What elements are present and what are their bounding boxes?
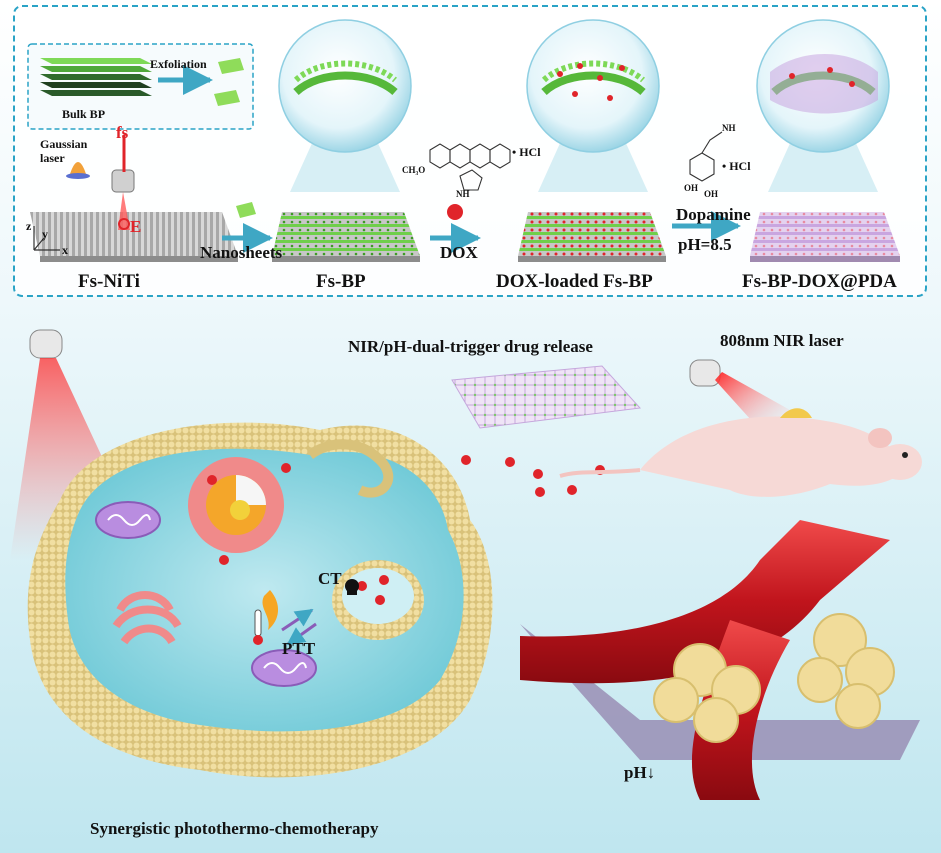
- mitochondrion: [95, 501, 161, 539]
- nanosheet-flake: [236, 202, 256, 218]
- gaussian-base-icon: [66, 173, 90, 179]
- ptt-label: PTT: [282, 639, 316, 658]
- ptt-ct-arrow: [286, 622, 317, 646]
- therapy-label: Synergistic photothermo-chemotherapy: [90, 819, 379, 838]
- hcl-label-dox: • HCl: [512, 145, 541, 159]
- nucleus: [188, 457, 284, 553]
- dox-loaded-fs-bp-stage: [518, 19, 666, 262]
- fs-label: fs: [116, 123, 129, 142]
- ct-ptt-arrow: [281, 608, 314, 632]
- gaussian-laser-label: Gaussian laser: [40, 137, 88, 165]
- ph-8-5-label: pH=8.5: [678, 235, 732, 254]
- och3-label: CH₃O: [402, 165, 426, 175]
- stage-label-fs-niti: Fs-NiTi: [78, 271, 140, 292]
- stage-label-pda: Fs-BP-DOX@PDA: [742, 271, 897, 292]
- ph-decrease-label: pH↓: [624, 763, 656, 782]
- fs-bp-dox-pda-stage: [750, 19, 900, 262]
- skull-icon: [345, 579, 359, 595]
- flame-icon: [262, 590, 279, 630]
- endosome: [332, 560, 424, 640]
- fs-niti-substrate: [30, 212, 238, 262]
- dox-molecule-icon: [447, 204, 463, 220]
- bulk-bp-stack: [40, 58, 152, 96]
- nanosheets-label: Nanosheets: [200, 243, 283, 262]
- gaussian-profile-icon: [70, 162, 86, 174]
- nh2-label-dopamine: NH: [722, 123, 736, 133]
- nude-mouse: [559, 408, 922, 497]
- tumor-mass: [653, 613, 895, 743]
- golgi: [112, 591, 182, 645]
- exfoliation-label: Exfoliation: [150, 57, 207, 71]
- fs-bp-stage: [272, 19, 420, 262]
- thermometer-icon: [253, 609, 263, 645]
- fs-laser-head: [111, 135, 135, 230]
- drug-release-label: NIR/pH-dual-trigger drug release: [348, 337, 593, 356]
- mitochondrion: [251, 649, 317, 687]
- axis-x-label: x: [62, 243, 68, 257]
- oh-label-1: OH: [684, 183, 699, 193]
- bulk-bp-label: Bulk BP: [62, 107, 106, 121]
- mouse-laser-head: [689, 359, 790, 430]
- e-field-label: E: [130, 217, 142, 236]
- doxorubicin-structure: [429, 143, 511, 191]
- ct-label: CT: [318, 569, 342, 588]
- nir-laser-label: 808nm NIR laser: [720, 331, 844, 350]
- nh2-label-dox: NH: [456, 189, 470, 199]
- dopamine-structure: [689, 131, 723, 182]
- membrane-fold: [307, 439, 394, 498]
- nanosheet-flake: [218, 58, 244, 74]
- dox-label: DOX: [440, 243, 478, 262]
- nanosheet-flake: [214, 90, 240, 106]
- axis-z-label: z: [26, 219, 32, 233]
- hcl-label-dopamine: • HCl: [722, 159, 751, 173]
- stage-label-dox-loaded: DOX-loaded Fs-BP: [496, 271, 653, 292]
- dopamine-label: Dopamine: [676, 205, 751, 224]
- oh-label-2: OH: [704, 189, 719, 199]
- axis-y-label: y: [42, 227, 48, 241]
- axes-icon: [33, 226, 60, 251]
- pda-film: [451, 365, 642, 429]
- intracellular-drug: [207, 463, 291, 565]
- stage-label-fs-bp: Fs-BP: [316, 271, 366, 292]
